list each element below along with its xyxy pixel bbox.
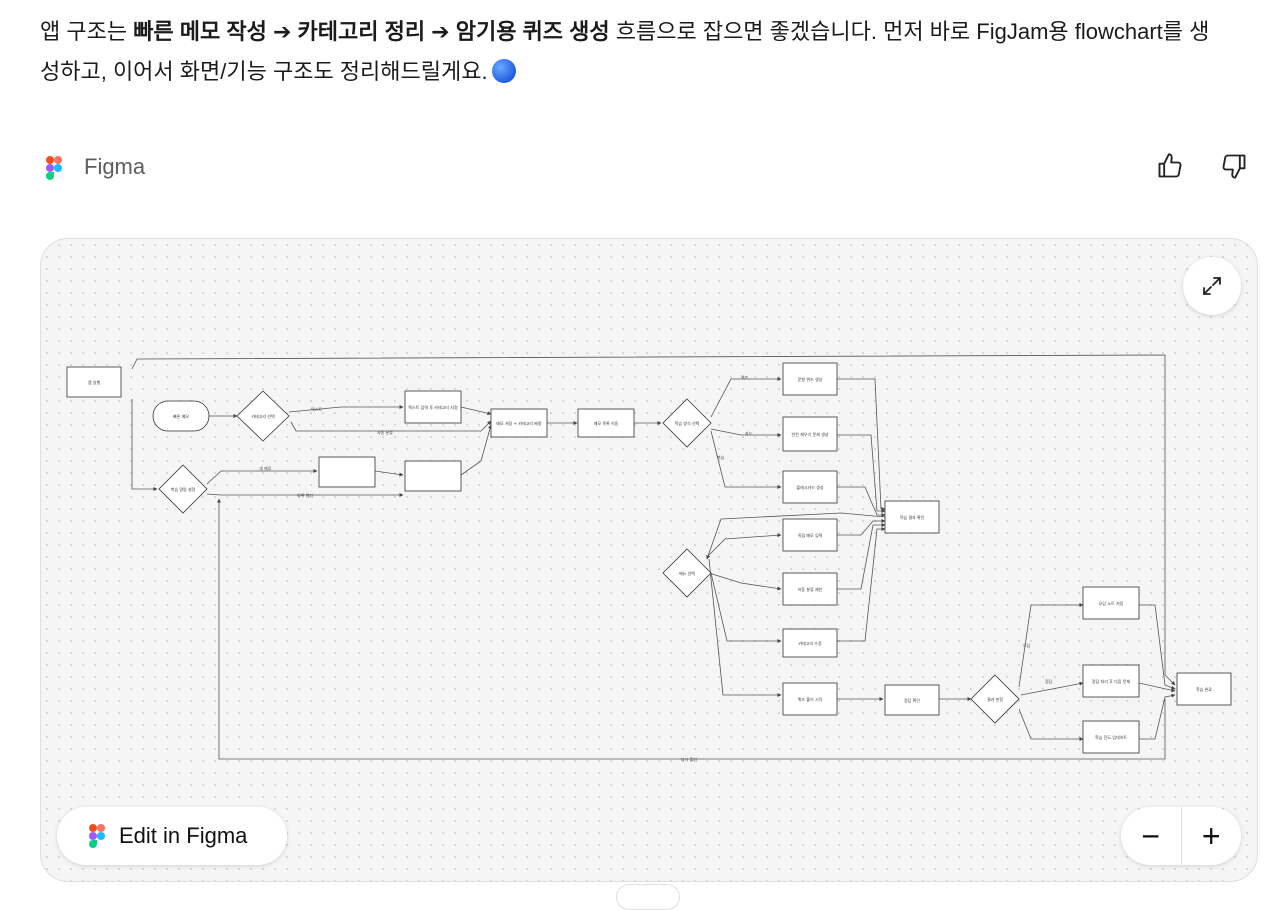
edge-label: 퀴즈 (741, 374, 749, 380)
assistant-message: 앱 구조는 빠른 메모 작성 ➔ 카테고리 정리 ➔ 암기용 퀴즈 생성 흐름으… (40, 12, 1220, 92)
figma-logo-icon (46, 156, 62, 180)
flow-label: 퀴즈 풀이 시작 (798, 696, 823, 702)
edge-label: 오답 (1023, 642, 1031, 648)
flow-label: 결과 판정 (987, 696, 1003, 702)
flow-node-quick (152, 400, 210, 432)
flow-decision-d2 (662, 398, 712, 448)
flow-node-n14 (1082, 586, 1140, 620)
flow-label: 정답 확인 (904, 697, 920, 703)
thumbs-down-icon[interactable] (1220, 152, 1252, 184)
flow-label: 학습 방식 선택 (675, 420, 700, 426)
flowchart-canvas: 앱 실행 빠른 메모 카테고리 선택 텍스트 입력 후 카테고리 지정 메모 저… (66, 354, 1232, 762)
tool-header: Figma (40, 148, 1250, 188)
flow-node-n17 (1176, 672, 1232, 706)
flow-node-n6 (782, 470, 838, 504)
flow-node-n8 (782, 572, 838, 606)
flow-label: 학습 결과 확인 (900, 514, 925, 520)
flow-label: 빠른 메모 (173, 413, 189, 419)
flow-node-n13 (884, 684, 940, 716)
flow-label: 학습 진도 업데이트 (1095, 734, 1127, 740)
flow-label: 정답 처리 후 다음 문제 (1092, 678, 1131, 684)
blue-circle-icon (491, 59, 516, 83)
flow-decision-d1 (236, 390, 290, 442)
edge-label: 다시 풀기 (681, 756, 697, 762)
flow-node-left-a (318, 456, 376, 488)
flow-label: 카테고리 선택 (251, 413, 275, 419)
zoom-divider (1180, 807, 1182, 865)
flowchart-labels: 앱 실행 빠른 메모 카테고리 선택 텍스트 입력 후 카테고리 지정 메모 저… (88, 374, 1212, 762)
tool-name: Figma (84, 154, 146, 179)
flow-label: 텍스트 입력 후 카테고리 지정 (408, 404, 458, 410)
flow-label: 문항 퀴즈 생성 (798, 376, 823, 382)
flow-label: 메모 목록 이동 (594, 420, 619, 426)
edit-in-figma-label: Edit in Figma (119, 823, 248, 848)
figjam-preview-card[interactable]: 앱 실행 빠른 메모 카테고리 선택 텍스트 입력 후 카테고리 지정 메모 저… (40, 238, 1258, 882)
edit-in-figma-button[interactable]: Edit in Figma (57, 807, 287, 865)
flow-label: 플래시카드 생성 (796, 484, 823, 490)
flow-node-app (66, 366, 122, 398)
flow-label: 메모 저장 + 카테고리 배정 (496, 420, 542, 426)
flow-node-results (884, 500, 940, 534)
flow-label: 학습 완료 (1196, 686, 1212, 692)
flow-node-n1 (404, 390, 462, 424)
figma-logo-icon (89, 824, 105, 848)
message-bold-flow: 빠른 메모 작성 ➔ 카테고리 정리 ➔ 암기용 퀴즈 생성 (133, 19, 610, 44)
flowchart-nodes (66, 362, 1232, 754)
flow-label: 메뉴 선택 (679, 570, 695, 576)
flow-label: 빈칸 채우기 문제 생성 (792, 431, 829, 437)
flowchart-edges (131, 354, 1176, 760)
message-text-2: 흐름으로 잡으면 좋겠습니다. 먼저 바로 FigJam용 flowchart를… (40, 19, 1210, 84)
edge-label: 새 메모 (259, 465, 272, 471)
edge-label: 텍스트 (311, 406, 322, 412)
flow-label: 카테고리 수정 (798, 640, 822, 646)
edge-label: 복습 (717, 454, 725, 460)
flow-node-n12 (782, 682, 838, 716)
zoom-controls: − + (1121, 807, 1241, 865)
flow-label: 앱 실행 (88, 379, 101, 385)
edge-label: 자동 분류 (377, 429, 393, 435)
flow-label: 복습 알림 설정 (171, 486, 196, 492)
flow-decision-left (158, 464, 208, 514)
flow-node-n15 (1082, 664, 1140, 698)
flow-label: 직접 메모 입력 (798, 532, 823, 538)
flow-node-n7 (782, 518, 838, 552)
flow-node-left-b (404, 460, 462, 492)
flow-label: 자동 분류 제안 (798, 586, 823, 592)
expand-button[interactable] (1183, 257, 1241, 315)
flow-node-n3 (577, 408, 635, 438)
edge-label: 카드 (745, 430, 753, 436)
zoom-out-button[interactable]: − (1141, 817, 1161, 854)
flow-node-n5 (782, 416, 838, 452)
edge-label: 정답 (1045, 678, 1053, 684)
flow-decision-d3 (662, 548, 712, 598)
flow-node-n16 (1082, 720, 1140, 754)
edge-label: 목록 열기 (297, 492, 313, 498)
flow-node-n4 (782, 362, 838, 396)
expand-icon (1203, 277, 1221, 295)
flow-node-n2 (490, 408, 548, 438)
flow-label: 오답 노트 저장 (1099, 600, 1124, 606)
flow-node-n10 (782, 628, 838, 658)
scroll-to-bottom-button[interactable] (616, 884, 680, 910)
zoom-in-button[interactable]: + (1201, 817, 1221, 854)
thumbs-up-icon[interactable] (1156, 152, 1188, 184)
flow-decision-d4 (970, 674, 1020, 724)
message-text-1: 앱 구조는 (40, 19, 134, 44)
